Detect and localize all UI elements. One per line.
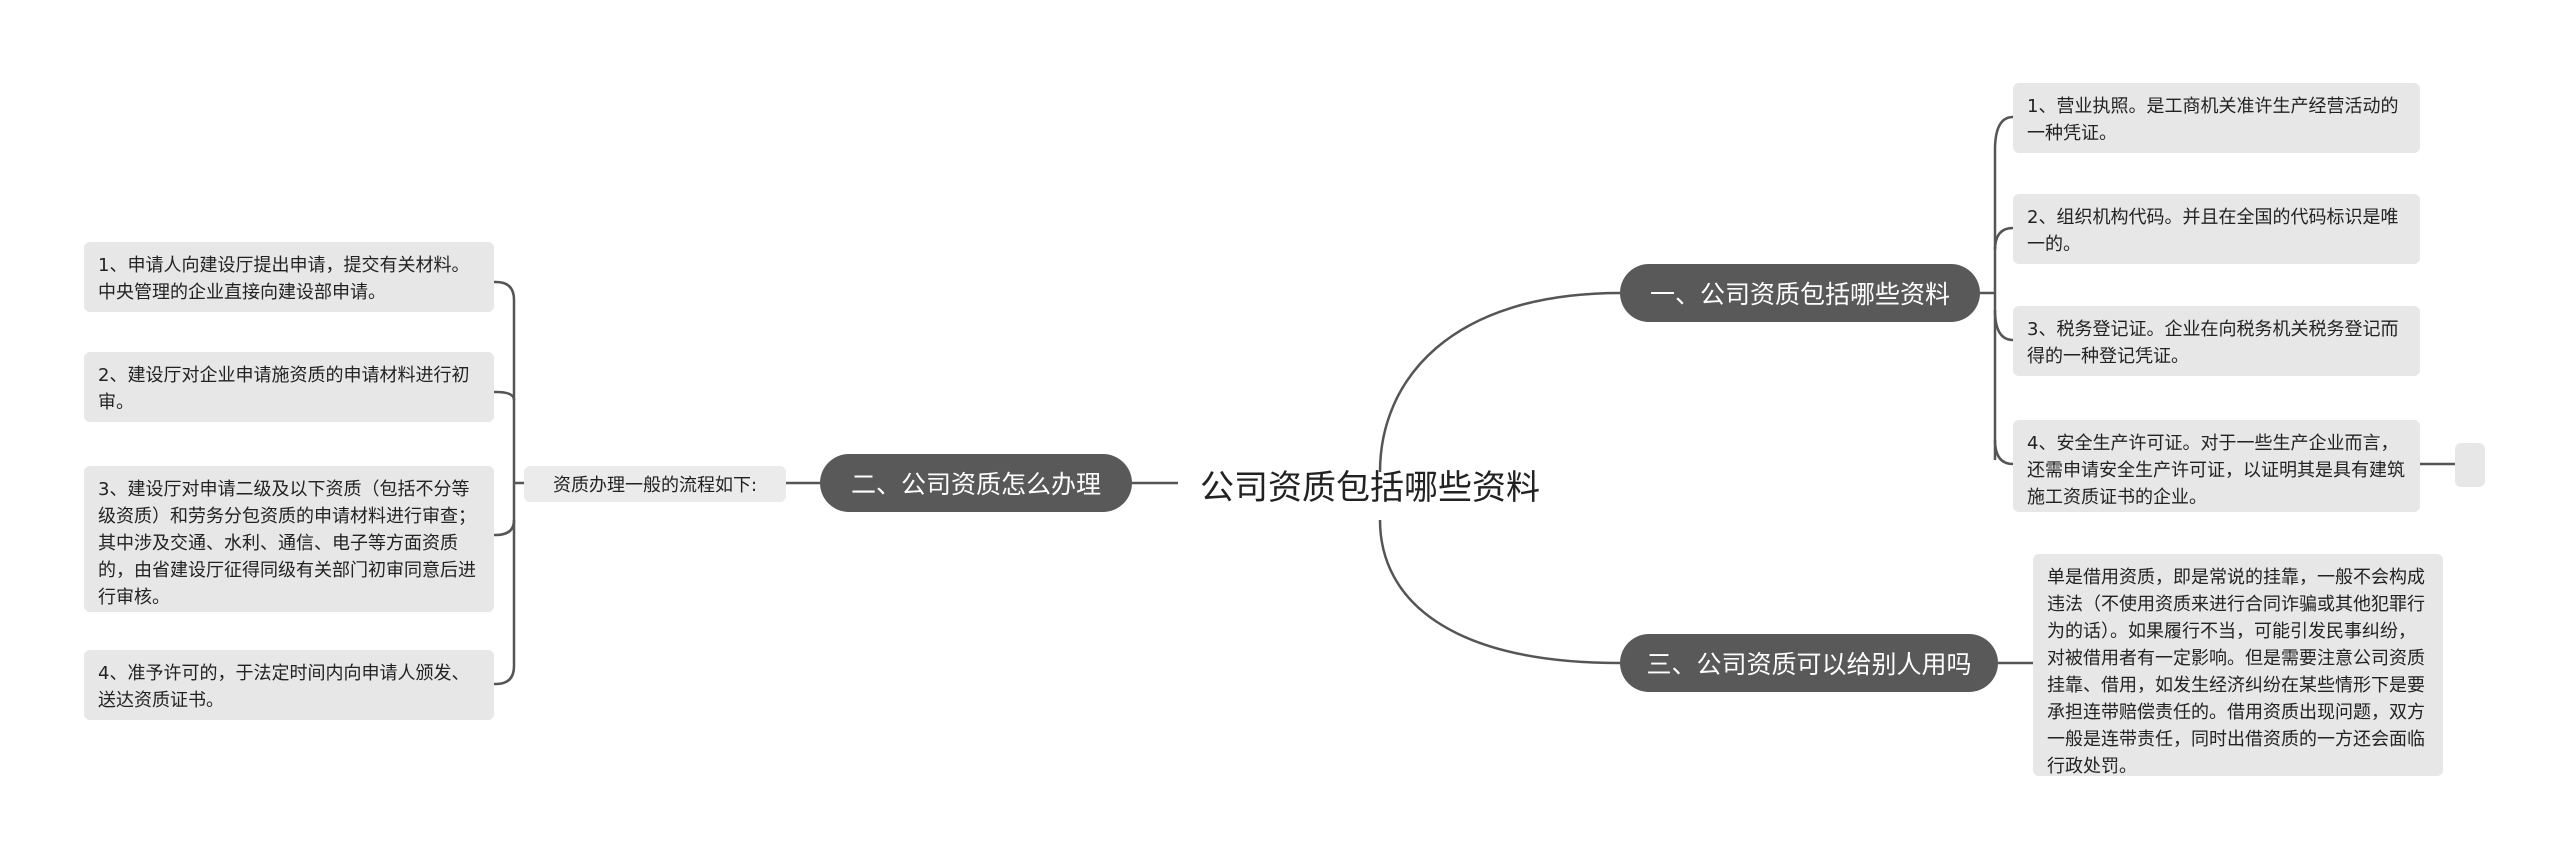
- branch-1-node: 一、公司资质包括哪些资料: [1620, 264, 1980, 322]
- branch-3-item-1: 单是借用资质，即是常说的挂靠，一般不会构成违法（不使用资质来进行合同诈骗或其他犯…: [2033, 554, 2443, 777]
- branch-2-item-4: 4、准予许可的，于法定时间内向申请人颁发、送达资质证书。: [84, 650, 494, 720]
- branch-2-node: 二、公司资质怎么办理: [820, 454, 1132, 512]
- branch-1-item-4: 4、安全生产许可证。对于一些生产企业而言，还需申请安全生产许可证，以证明其是具有…: [2013, 420, 2420, 512]
- branch-2-item-3: 3、建设厅对申请二级及以下资质（包括不分等级资质）和劳务分包资质的申请材料进行审…: [84, 466, 494, 612]
- branch-1-item-2: 2、组织机构代码。并且在全国的代码标识是唯一的。: [2013, 194, 2420, 264]
- branch-3-node: 三、公司资质可以给别人用吗: [1620, 634, 1998, 692]
- branch-2-item-2: 2、建设厅对企业申请施资质的申请材料进行初审。: [84, 352, 494, 422]
- branch-2-sub-label: 资质办理一般的流程如下:: [524, 466, 786, 502]
- branch-1-item-1: 1、营业执照。是工商机关准许生产经营活动的一种凭证。: [2013, 83, 2420, 153]
- branch-2-item-1: 1、申请人向建设厅提出申请，提交有关材料。中央管理的企业直接向建设部申请。: [84, 242, 494, 312]
- central-topic: 公司资质包括哪些资料: [1200, 468, 1540, 508]
- empty-subtopic-node: [2455, 443, 2485, 487]
- branch-1-item-3: 3、税务登记证。企业在向税务机关税务登记而得的一种登记凭证。: [2013, 306, 2420, 376]
